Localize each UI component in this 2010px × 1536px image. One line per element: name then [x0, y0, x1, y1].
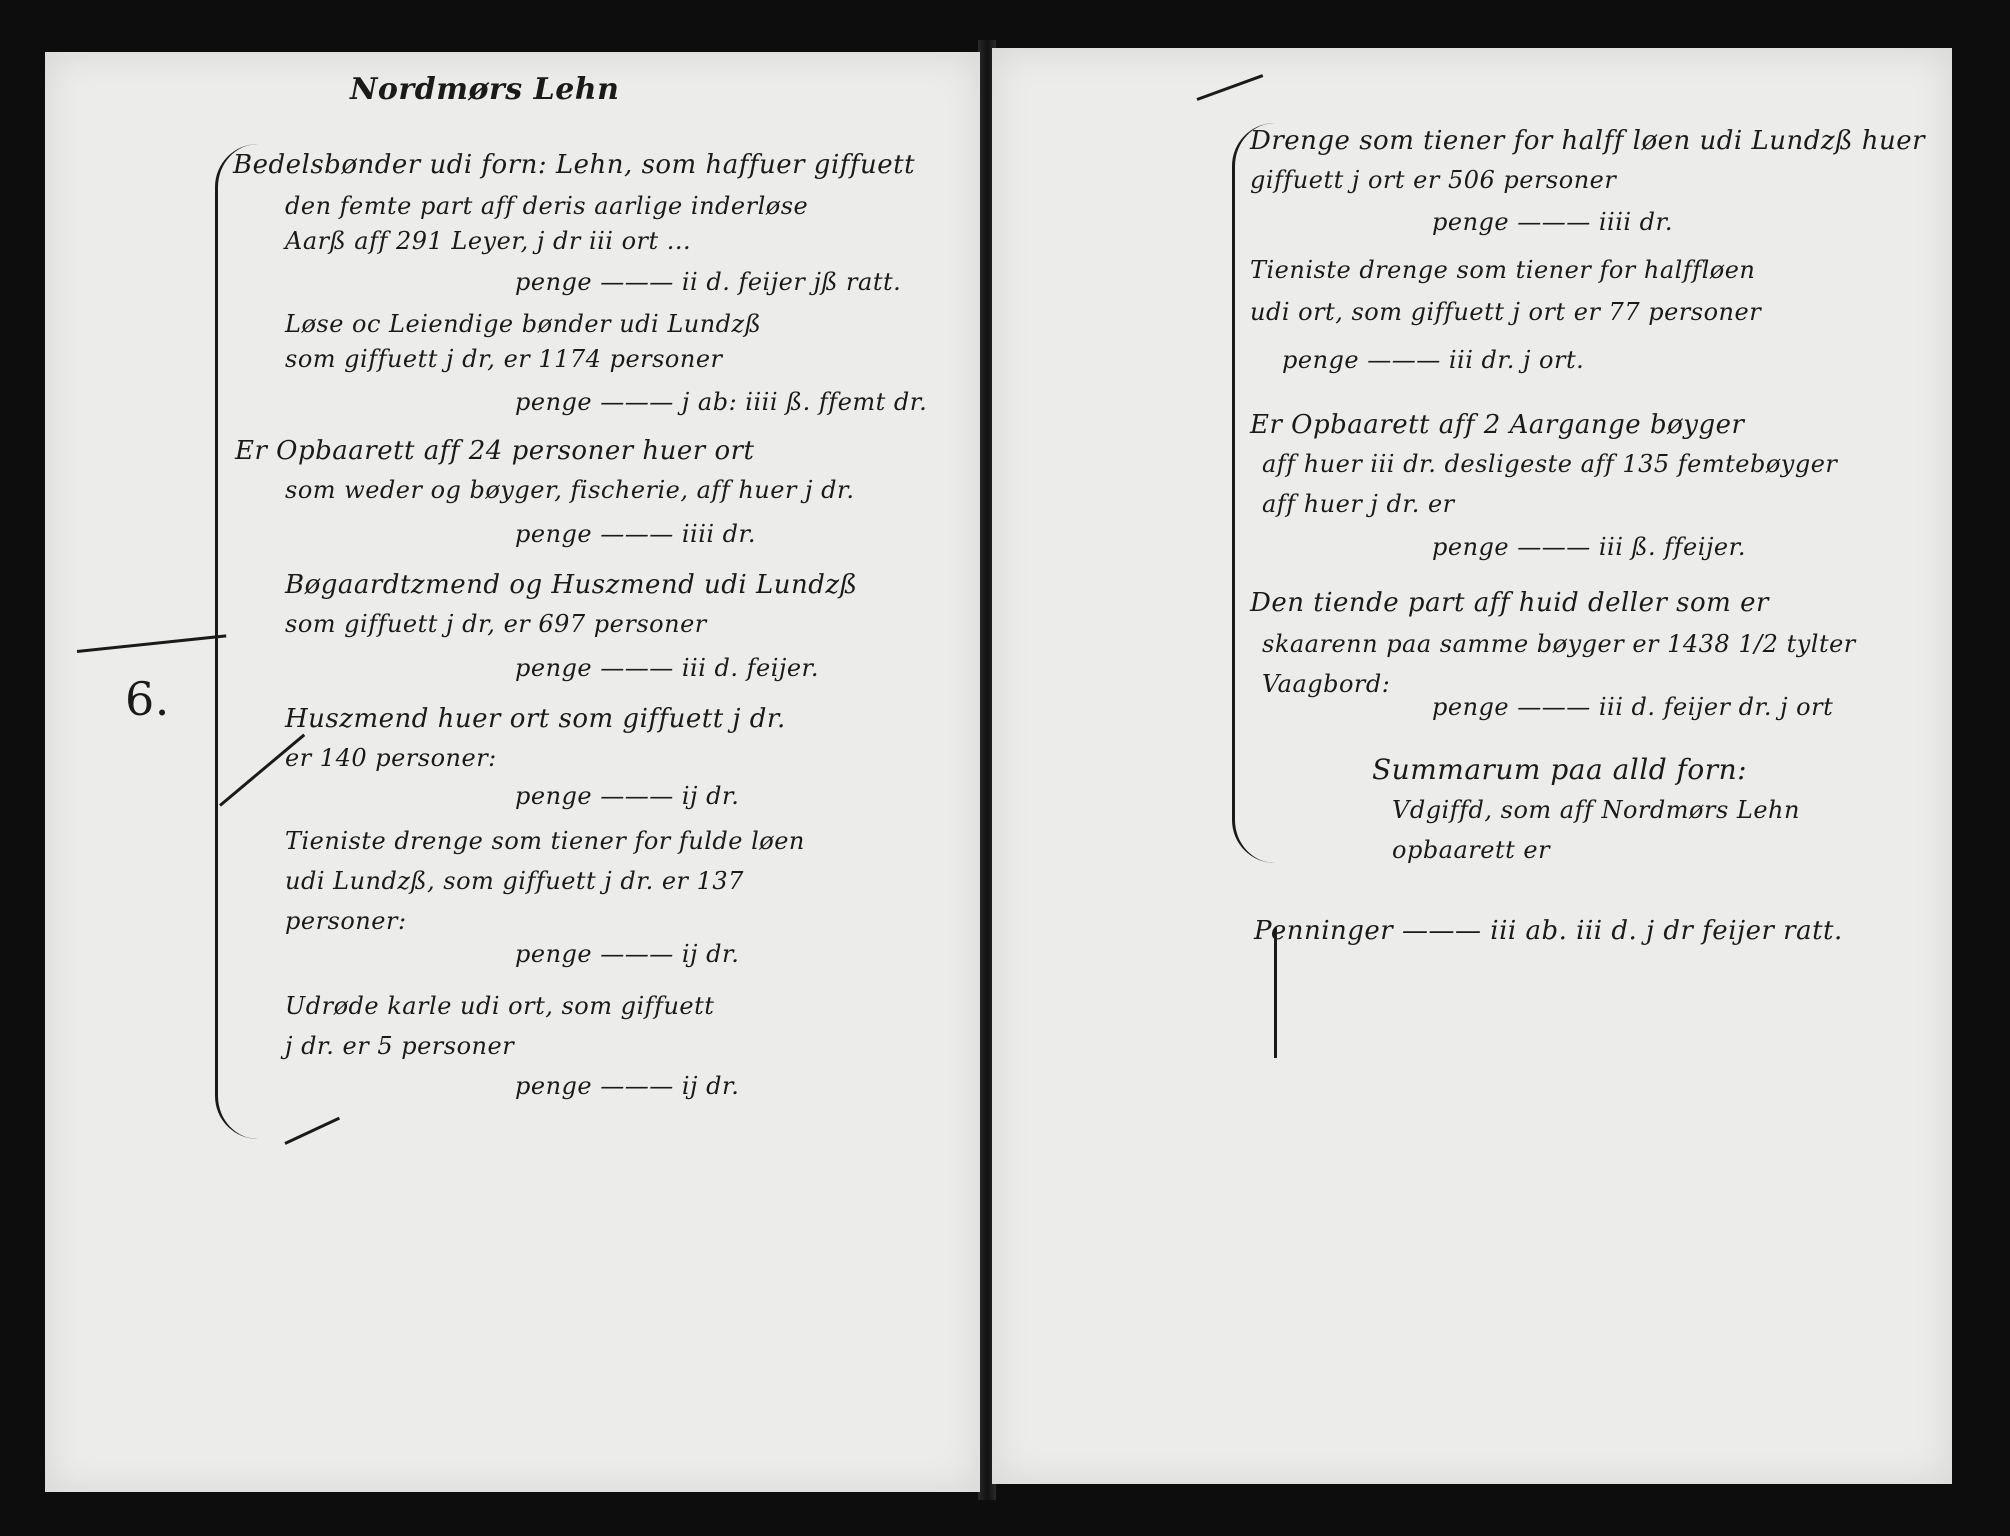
left-margin-bracket: [215, 144, 258, 1139]
entry-line: Udrøde karle udi ort, som giffuett: [285, 992, 715, 1020]
entry-amount: penge ——— iii d. feijer dr. j ort: [1432, 693, 1834, 721]
entry-line: Aarß aff 291 Leyer, j dr iii ort ...: [285, 227, 692, 255]
entry-line: Huszmend huer ort som giffuett j dr.: [285, 704, 786, 734]
entry-amount: penge ——— iii d. feijer.: [515, 654, 819, 682]
entry-line: udi Lundzß, som giffuett j dr. er 137: [285, 867, 744, 895]
entry-line: aff huer iii dr. desligeste aff 135 femt…: [1262, 450, 1838, 478]
entry-amount: penge ——— iiii dr.: [1432, 208, 1674, 236]
flourish-stroke: [1274, 928, 1277, 1058]
entry-line: Bøgaardtzmend og Huszmend udi Lundzß: [285, 570, 858, 600]
entry-line: udi ort, som giffuett j ort er 77 person…: [1250, 298, 1762, 326]
entry-amount: penge ——— ij dr.: [515, 940, 740, 968]
summary-heading: Summarum paa alld forn:: [1372, 753, 1748, 786]
margin-stroke: [76, 634, 227, 653]
entry-amount: penge ——— iii ß. ffeijer.: [1432, 533, 1747, 561]
entry-line: skaarenn paa samme bøyger er 1438 1/2 ty…: [1262, 630, 1856, 658]
entry-line: Vaagbord:: [1262, 670, 1391, 698]
entry-line: Drenge som tiener for halff løen udi Lun…: [1250, 126, 1926, 156]
entry-line: giffuett j ort er 506 personer: [1250, 166, 1617, 194]
entry-line: Er Opbaarett aff 24 personer huer ort: [235, 436, 755, 466]
entry-line: den femte part aff deris aarlige inderlø…: [285, 192, 809, 220]
right-margin-bracket: [1232, 123, 1275, 863]
entry-line: Tieniste drenge som tiener for halffløen: [1250, 256, 1756, 284]
flourish-stroke: [1196, 74, 1264, 101]
entry-amount: penge ——— ii d. feijer jß ratt.: [515, 268, 902, 296]
book-gutter: [978, 40, 996, 1500]
entry-line: personer:: [285, 907, 407, 935]
right-page: Drenge som tiener for halff løen udi Lun…: [992, 48, 1952, 1484]
entry-amount: penge ——— ij dr.: [515, 1072, 740, 1100]
entry-amount: penge ——— j ab: iiii ß. ffemt dr.: [515, 388, 928, 416]
summary-line: opbaarett er: [1392, 836, 1551, 864]
entry-line: Bedelsbønder udi forn: Lehn, som haffuer…: [233, 150, 916, 180]
page-heading: Nordmørs Lehn: [350, 72, 620, 107]
entry-line: som weder og bøyger, fischerie, aff huer…: [285, 476, 855, 504]
summary-line: Vdgiffd, som aff Nordmørs Lehn: [1392, 796, 1800, 824]
entry-line: som giffuett j dr, er 1174 personer: [285, 345, 723, 373]
margin-number: 6.: [125, 672, 170, 726]
left-page: Nordmørs Lehn 6. Bedelsbønder udi forn: …: [45, 52, 980, 1492]
grand-total: Penninger ——— iii ab. iii d. j dr feijer…: [1254, 916, 1843, 946]
entry-line: som giffuett j dr, er 697 personer: [285, 610, 707, 638]
entry-line: er 140 personer:: [285, 744, 497, 772]
entry-line: aff huer j dr. er: [1262, 490, 1455, 518]
entry-amount: penge ——— iiii dr.: [515, 520, 757, 548]
entry-amount: penge ——— ij dr.: [515, 782, 740, 810]
entry-amount: penge ——— iii dr. j ort.: [1282, 346, 1585, 374]
entry-line: j dr. er 5 personer: [285, 1032, 515, 1060]
flourish-stroke: [284, 1116, 341, 1145]
entry-line: Løse oc Leiendige bønder udi Lundzß: [285, 310, 762, 338]
entry-line: Er Opbaarett aff 2 Aargange bøyger: [1250, 410, 1745, 440]
entry-line: Tieniste drenge som tiener for fulde løe…: [285, 827, 805, 855]
entry-line: Den tiende part aff huid deller som er: [1250, 588, 1769, 618]
